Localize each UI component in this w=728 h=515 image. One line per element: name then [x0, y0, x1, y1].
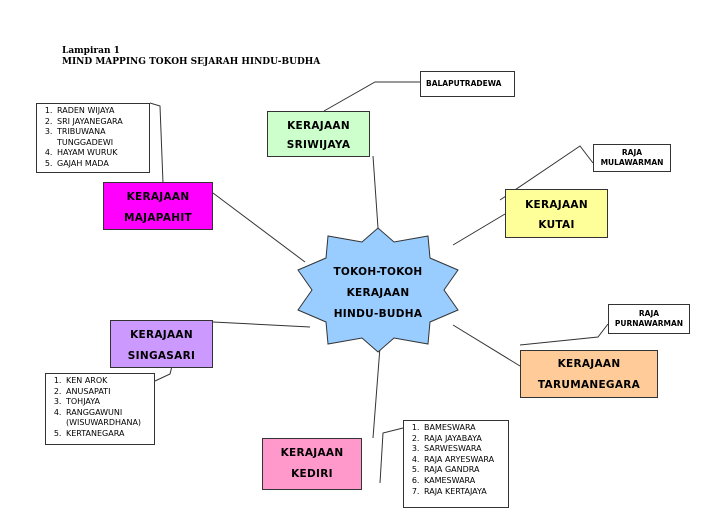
kingdom-kutai-line-2: KUTAI [538, 219, 575, 231]
kingdom-kediri: KERAJAAN KEDIRI [262, 438, 362, 490]
kingdom-tarumanegara: KERAJAAN TARUMANEGARA [520, 350, 658, 398]
kingdom-sriwijaya-line-2: SRIWIJAYA [286, 139, 351, 151]
kingdom-singasari: KERAJAAN SINGASARI [110, 320, 213, 368]
ruler-kutai-line-1: RAJA [621, 148, 643, 157]
center-topic: TOKOH-TOKOH KERAJAAN HINDU-BUDHA [318, 262, 438, 325]
kingdom-kediri-line-2: KEDIRI [291, 468, 333, 480]
list-kediri: BAMESWARARAJA JAYABAYASARWESWARARAJA ARY… [403, 420, 509, 508]
list-singasari-item: KEN AROK [64, 376, 150, 387]
list-singasari-item: ANUSAPATI [64, 387, 150, 398]
connector-sriwijaya [372, 155, 379, 229]
connector-kutai [452, 213, 506, 246]
list-majapahit-item: HAYAM WURUK [55, 148, 145, 159]
ruler-tarumanegara-line-1: RAJA [638, 309, 660, 318]
list-majapahit-item: RADEN WIJAYA [55, 106, 145, 117]
connector-mulawarman [499, 145, 594, 201]
list-kediri-item: RAJA JAYABAYA [422, 434, 504, 445]
kingdom-kutai: KERAJAAN KUTAI [505, 189, 608, 238]
page-title: MIND MAPPING TOKOH SEJARAH HINDU-BUDHA [62, 57, 321, 67]
connector-purnawarman [519, 323, 609, 346]
connector-kediri [372, 346, 381, 439]
list-kediri-item: KAMESWARA [422, 476, 504, 487]
kingdom-sriwijaya: KERAJAAN SRIWIJAYA [267, 111, 370, 157]
center-star-shape [297, 227, 459, 353]
list-majapahit: RADEN WIJAYASRI JAYANEGARATRIBUWANA TUNG… [36, 103, 150, 173]
list-singasari-item: RANGGAWUNI (WISUWARDHANA) [64, 408, 150, 429]
connector-singasari-list [154, 365, 173, 382]
ruler-sriwijaya: BALAPUTRADEWA [420, 71, 515, 97]
kingdom-singasari-line-1: KERAJAAN [130, 329, 193, 341]
list-majapahit-items: RADEN WIJAYASRI JAYANEGARATRIBUWANA TUNG… [41, 106, 145, 170]
connector-balaputradewa [323, 81, 420, 112]
kingdom-majapahit: KERAJAAN MAJAPAHIT [103, 182, 213, 230]
list-kediri-item: RAJA KERTAJAYA [422, 487, 504, 498]
kingdom-tarumanegara-line-2: TARUMANEGARA [537, 379, 641, 391]
kingdom-kediri-line-1: KERAJAAN [280, 447, 344, 459]
ruler-tarumanegara: RAJA PURNAWARMAN [608, 304, 690, 334]
center-line-1: TOKOH-TOKOH [333, 266, 423, 278]
center-line-3: HINDU-BUDHA [333, 308, 423, 320]
ruler-tarumanegara-line-2: PURNAWARMAN [614, 319, 684, 328]
kingdom-kutai-line-1: KERAJAAN [525, 199, 588, 211]
list-singasari-items: KEN AROKANUSAPATITOHJAYARANGGAWUNI (WISU… [50, 376, 150, 440]
appendix-label: Lampiran 1 [62, 46, 120, 56]
list-kediri-item: RAJA ARYESWARA [422, 455, 504, 466]
connector-kediri-list [379, 427, 404, 484]
kingdom-sriwijaya-line-1: KERAJAAN [287, 120, 350, 132]
kingdom-majapahit-line-2: MAJAPAHIT [123, 212, 193, 224]
list-majapahit-item: TRIBUWANA TUNGGADEWI [55, 127, 145, 148]
kingdom-tarumanegara-line-1: KERAJAAN [557, 358, 621, 370]
kingdom-majapahit-line-1: KERAJAAN [126, 191, 190, 203]
list-majapahit-item: GAJAH MADA [55, 159, 145, 170]
connector-majapahit [212, 192, 306, 263]
ruler-kutai-line-2: MULAWARMAN [600, 158, 664, 167]
list-kediri-items: BAMESWARARAJA JAYABAYASARWESWARARAJA ARY… [408, 423, 504, 497]
list-majapahit-item: SRI JAYANEGARA [55, 117, 145, 128]
list-kediri-item: RAJA GANDRA [422, 465, 504, 476]
list-singasari-item: KERTANEGARA [64, 429, 150, 440]
connector-majapahit-list [149, 102, 164, 184]
list-singasari-item: TOHJAYA [64, 397, 150, 408]
list-kediri-item: BAMESWARA [422, 423, 504, 434]
connector-tarumanegara [452, 324, 521, 367]
kingdom-singasari-line-2: SINGASARI [127, 350, 196, 362]
list-singasari: KEN AROKANUSAPATITOHJAYARANGGAWUNI (WISU… [45, 373, 155, 445]
list-kediri-item: SARWESWARA [422, 444, 504, 455]
connector-singasari [212, 321, 311, 328]
center-line-2: KERAJAAN [346, 287, 410, 299]
ruler-kutai: RAJA MULAWARMAN [593, 144, 671, 172]
